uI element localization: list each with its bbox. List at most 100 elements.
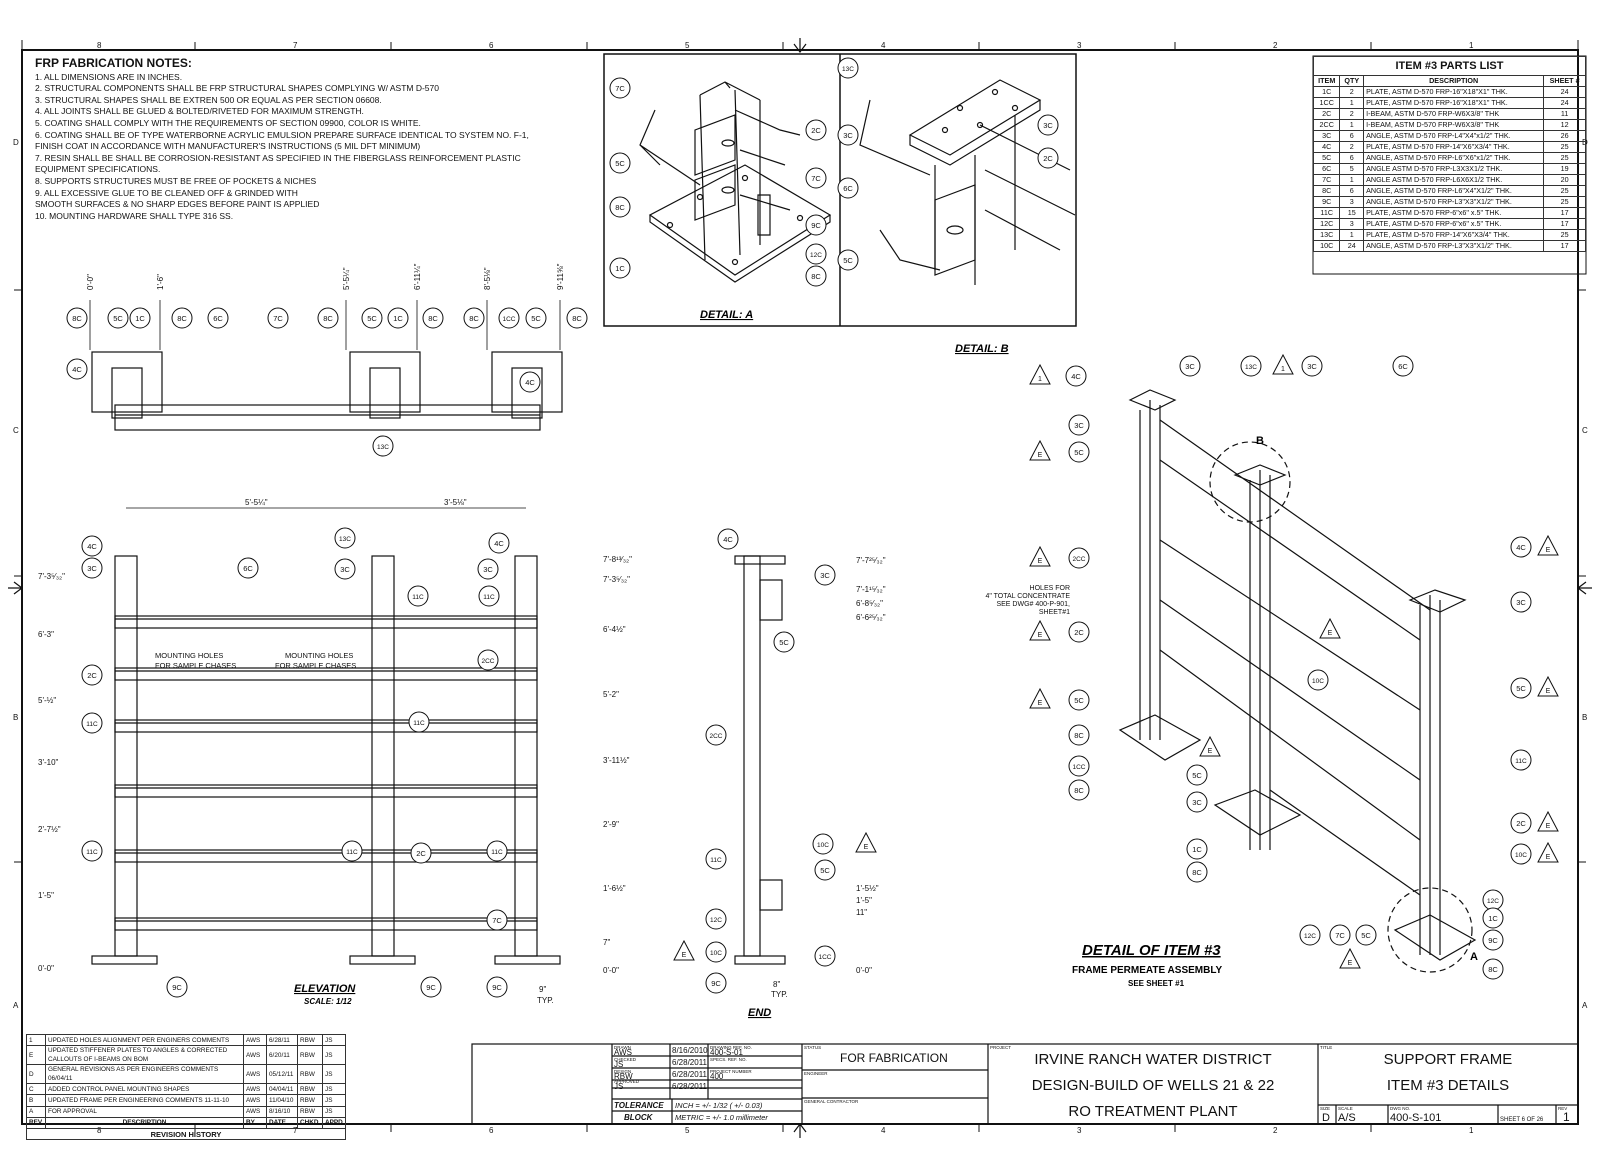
grid-col-label: 1 <box>1469 41 1474 50</box>
callout-label: 8C <box>323 314 333 323</box>
rev-header: DESCRIPTION <box>45 1116 244 1129</box>
callout-bubble: 8C <box>566 307 588 329</box>
triangle-shape <box>1029 545 1051 567</box>
revision-cell: GENERAL REVISIONS AS PER ENGINEERS COMME… <box>45 1064 244 1085</box>
revision-cell: AWS <box>243 1064 267 1085</box>
parts-cell: 3 <box>1339 196 1365 208</box>
callout-label: 11C <box>491 849 503 856</box>
callout-circle <box>705 908 727 930</box>
callout-bubble: 12C <box>705 908 727 930</box>
triangle-label: E <box>1038 632 1043 639</box>
callout-bubble: 7C <box>1329 924 1351 946</box>
callout-circle <box>1299 924 1321 946</box>
parts-cell: 6C <box>1312 163 1341 175</box>
callout-circle <box>705 972 727 994</box>
svg-text:6/28/2011: 6/28/2011 <box>672 1082 708 1091</box>
callout-label: 5C <box>367 314 377 323</box>
callout-circle <box>477 558 499 580</box>
revision-cell: 11/04/10 <box>266 1094 298 1107</box>
grid-col-label: 2 <box>1273 1126 1278 1135</box>
callout-label: 3C <box>483 565 493 574</box>
plan-dimension: 0'-0" <box>86 274 95 290</box>
triangle-shape <box>1537 534 1559 556</box>
callout-label: 2CC <box>1072 556 1085 563</box>
callout-circle <box>1186 861 1208 883</box>
callout-bubble: 5C <box>1186 764 1208 786</box>
callout-bubble: 3C <box>1510 591 1532 613</box>
plan-dimension: 6'-11¼" <box>413 263 422 290</box>
callout-circle <box>525 307 547 329</box>
callout-circle <box>477 649 499 671</box>
callout-circle <box>129 307 151 329</box>
callout-label: 8C <box>572 314 582 323</box>
callout-circle <box>705 848 727 870</box>
svg-text:FOR FABRICATION: FOR FABRICATION <box>840 1051 948 1065</box>
end-dimension: 7'-1¹⁵⁄₃₂" <box>856 585 886 594</box>
callout-label: 2C <box>1516 819 1526 828</box>
callout-label: 13C <box>377 444 389 451</box>
parts-cell: 3 <box>1339 218 1365 230</box>
svg-text:6/28/2011: 6/28/2011 <box>672 1070 708 1079</box>
svg-text:400: 400 <box>710 1072 724 1081</box>
grid-col-label: 3 <box>1077 41 1082 50</box>
callout-circle <box>66 358 88 380</box>
callout-label: 11C <box>413 720 425 727</box>
callout-label: 5C <box>1074 696 1084 705</box>
callout-bubble: 8C <box>66 307 88 329</box>
callout-bubble: 2C <box>81 664 103 686</box>
callout-bubble: 4C <box>1510 536 1532 558</box>
callout-circle <box>488 532 510 554</box>
callout-bubble: 4C <box>1065 365 1087 387</box>
parts-cell: 1CC <box>1312 97 1341 109</box>
revision-cell: JS <box>322 1064 346 1085</box>
callout-bubble: 11C <box>486 840 508 862</box>
callout-circle <box>1329 924 1351 946</box>
callout-label: 3C <box>340 565 350 574</box>
svg-text:6/28/2011: 6/28/2011 <box>672 1058 708 1067</box>
item3-title: DETAIL OF ITEM #3 <box>1082 942 1221 959</box>
callout-label: 6C <box>213 314 223 323</box>
revision-cell: UPDATED STIFFENER PLATES TO ANGLES & COR… <box>45 1045 244 1066</box>
revision-triangle: E <box>673 939 695 961</box>
elevation-left-dim: 2'-7½" <box>38 825 61 834</box>
revision-triangle: E <box>1029 439 1051 461</box>
revision-cell: JS <box>322 1083 346 1096</box>
callout-label: 13C <box>1245 364 1257 371</box>
revision-triangle: E <box>1029 545 1051 567</box>
callout-label: 11C <box>86 721 98 728</box>
callout-bubble: 10C <box>812 833 834 855</box>
callout-label: 7C <box>273 314 283 323</box>
svg-text:8/16/2010: 8/16/2010 <box>672 1046 708 1055</box>
callout-label: 5C <box>843 256 853 265</box>
revision-cell: RBW <box>297 1094 323 1107</box>
callout-circle <box>805 243 827 265</box>
note-line: 8. SUPPORTS STRUCTURES MUST BE FREE OF P… <box>35 175 317 186</box>
elevation-left-dim: 0'-0" <box>38 964 54 973</box>
callout-label: 13C <box>842 66 854 73</box>
callout-label: 9C <box>1488 936 1498 945</box>
parts-cell: 17 <box>1543 207 1586 219</box>
callout-circle <box>420 976 442 998</box>
callout-label: 10C <box>710 950 722 957</box>
parts-cell: 2 <box>1339 108 1365 120</box>
revision-cell: 6/28/11 <box>266 1033 298 1047</box>
svg-text:SIZE: SIZE <box>1320 1106 1330 1111</box>
revision-cell: JS <box>322 1094 346 1107</box>
callout-circle <box>814 564 836 586</box>
svg-text:SPECS. REF. NO.: SPECS. REF. NO. <box>710 1057 747 1062</box>
plan-dimension: 8'-5⅛" <box>483 267 492 290</box>
note-line: 4. ALL JOINTS SHALL BE GLUED & BOLTED/RI… <box>35 106 364 117</box>
callout-circle <box>717 528 739 550</box>
svg-text:FOR SAMPLE CHASES: FOR SAMPLE CHASES <box>275 661 356 670</box>
svg-text:HOLES FOR: HOLES FOR <box>1030 585 1070 592</box>
grid-col-label: 5 <box>685 1126 690 1135</box>
